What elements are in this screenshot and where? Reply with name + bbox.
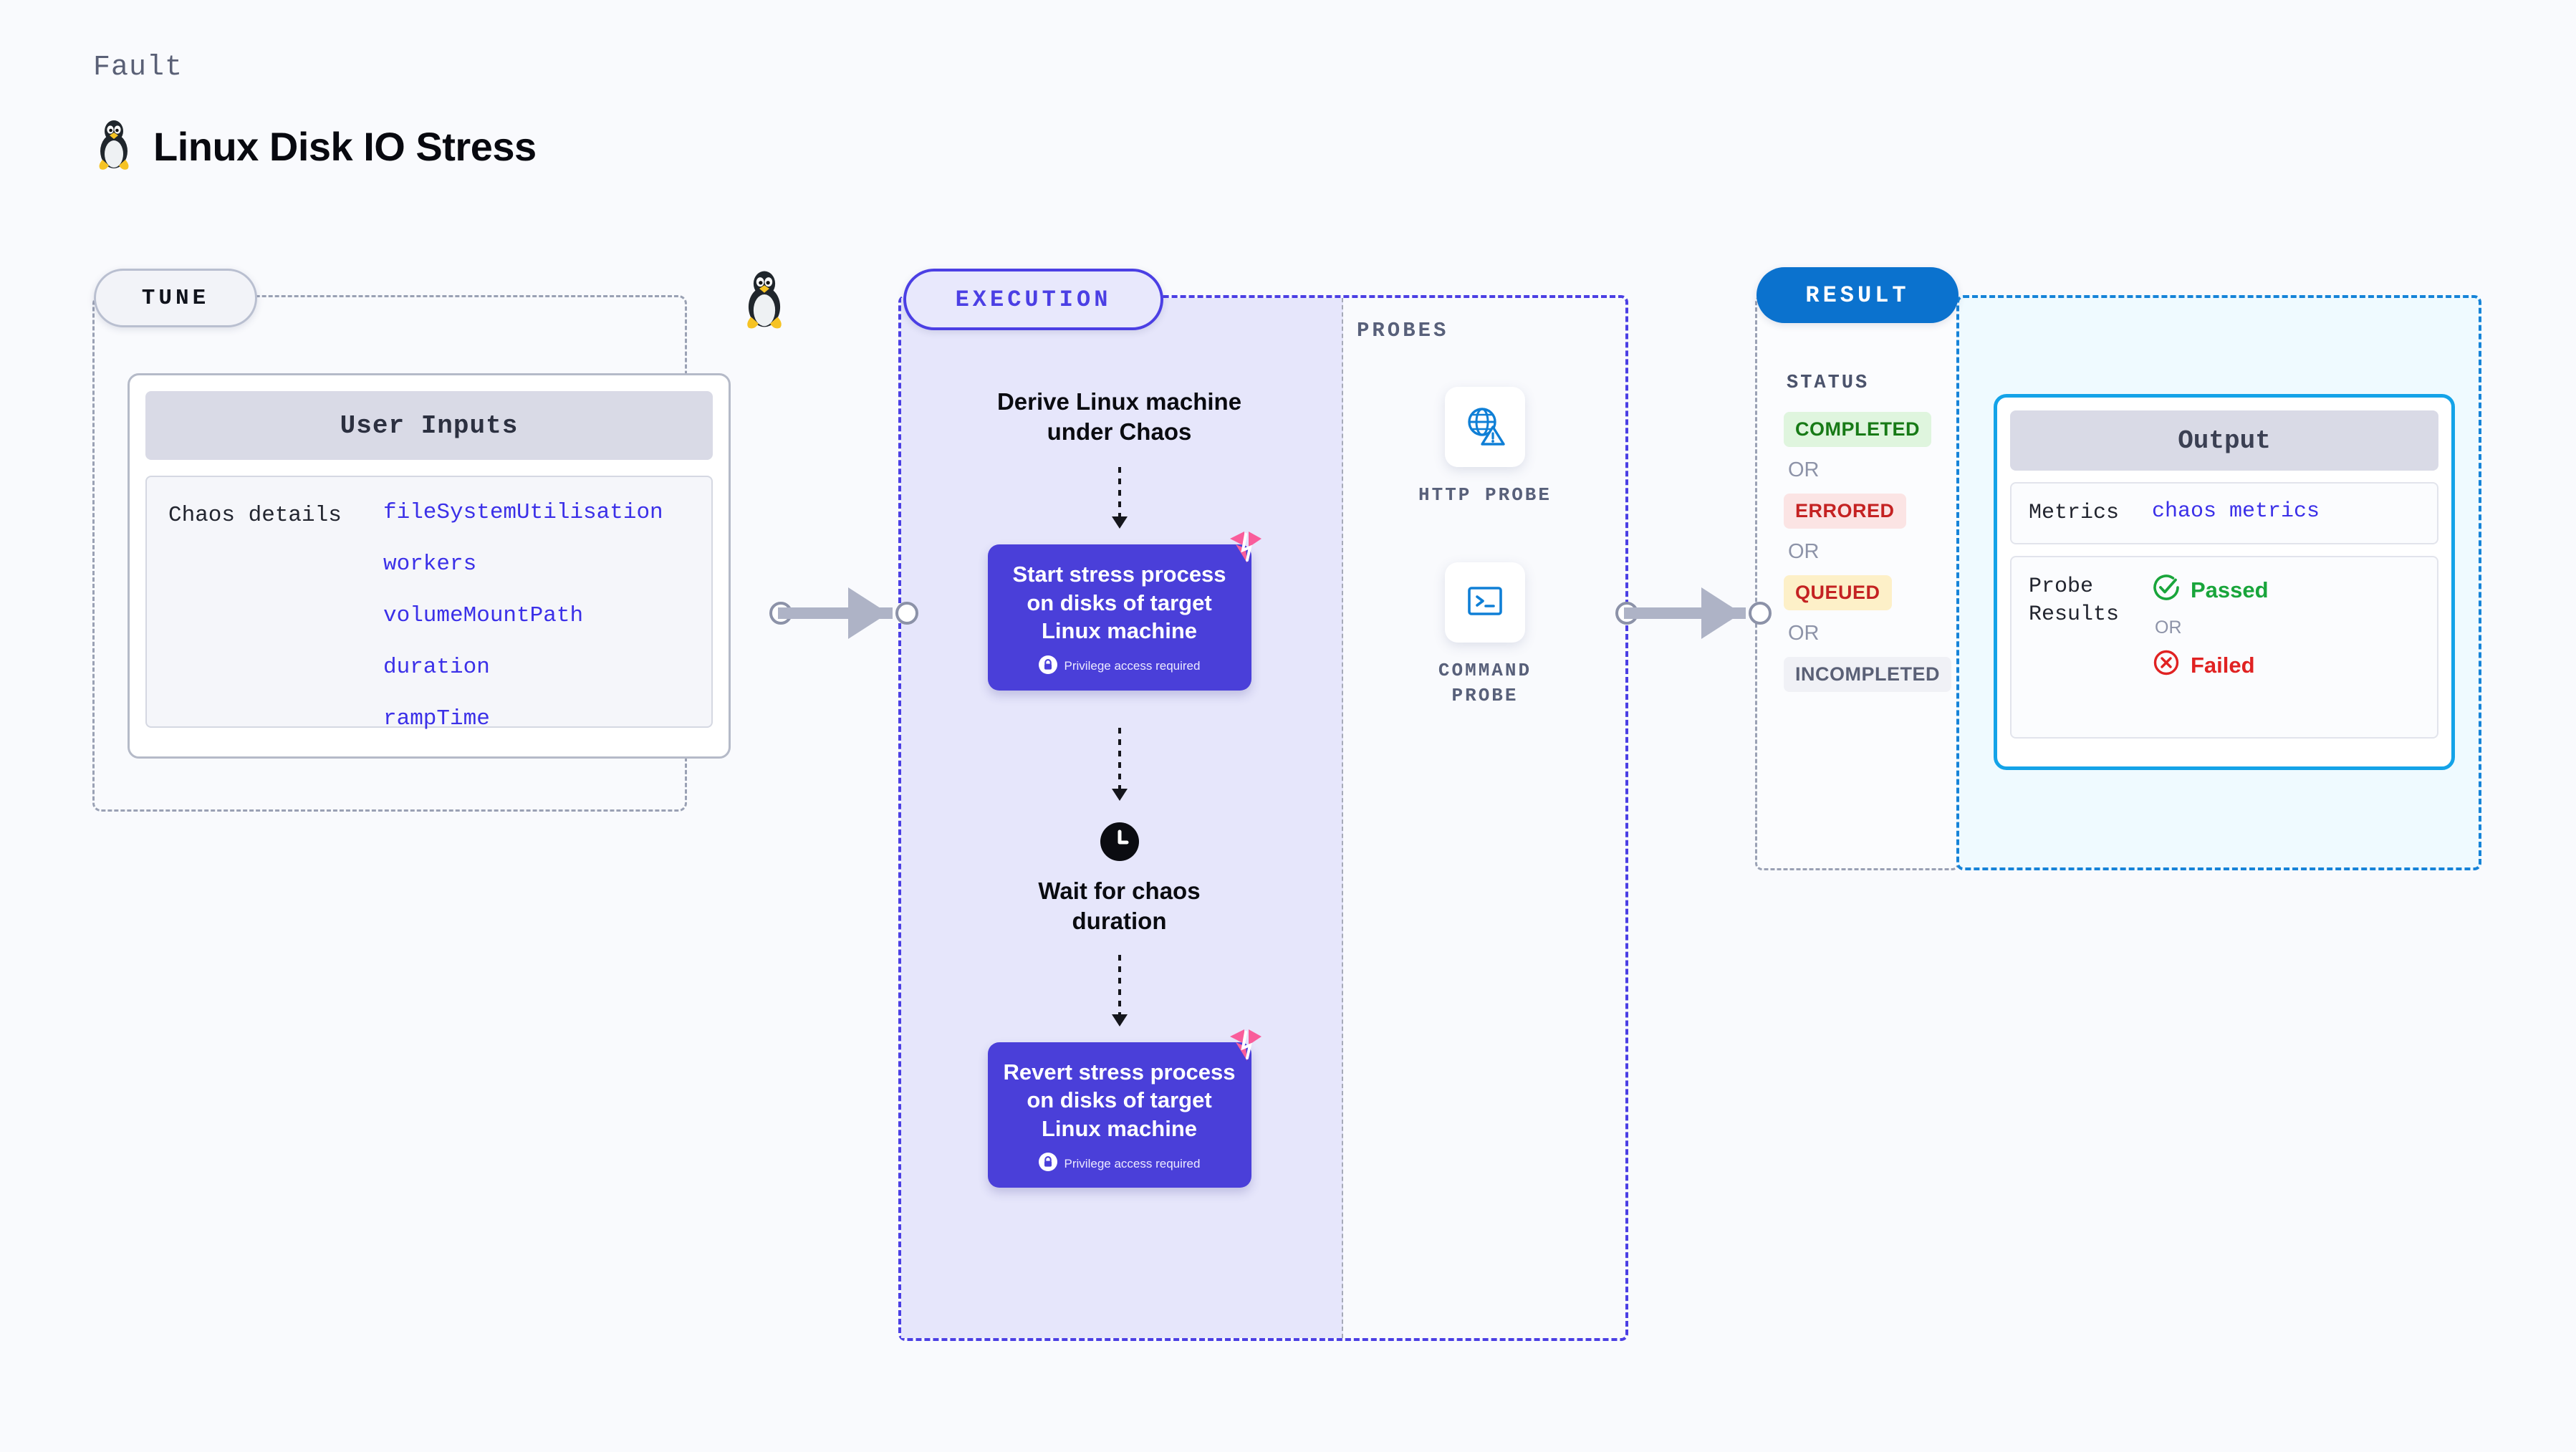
status-badge-completed: COMPLETED — [1784, 412, 1932, 447]
chaos-param[interactable]: workers — [383, 552, 477, 577]
connector-execution-to-result — [1615, 579, 1772, 648]
harness-icon — [1227, 529, 1264, 566]
user-inputs-card: User Inputs Chaos details fileSystemUtil… — [128, 373, 731, 759]
linux-penguin-icon — [738, 269, 791, 330]
passed-label: Passed — [2191, 577, 2269, 602]
terminal-icon — [1464, 580, 1506, 626]
flow-step-label: Start stress process on disks of target … — [1012, 562, 1226, 644]
connector-arrowhead-icon — [848, 587, 888, 639]
probes-section-label: PROBES — [1357, 319, 1449, 342]
privilege-note-text: Privilege access required — [1064, 1156, 1201, 1170]
metrics-value[interactable]: chaos metrics — [2152, 499, 2320, 524]
status-badge-queued: QUEUED — [1784, 575, 1892, 610]
probe-results-values: Passed OR Failed — [2152, 573, 2269, 683]
chaos-param[interactable]: duration — [383, 655, 490, 680]
output-card: Output Metrics chaos metrics Probe Resul… — [1994, 394, 2455, 770]
status-heading: STATUS — [1787, 372, 1870, 394]
chaos-details-label: Chaos details — [168, 503, 342, 528]
probe-result-failed: Failed — [2152, 648, 2269, 683]
execution-section-pill[interactable]: EXECUTION — [903, 269, 1163, 330]
chaos-param[interactable]: fileSystemUtilisation — [383, 500, 663, 525]
globe-warning-icon — [1463, 403, 1507, 451]
user-inputs-body: Chaos details fileSystemUtilisation work… — [145, 476, 713, 731]
probe-item-command[interactable]: COMMAND PROBE — [1417, 562, 1553, 708]
lock-icon — [1038, 655, 1057, 678]
chaos-details-value-list: fileSystemUtilisation workers volumeMoun… — [383, 500, 663, 731]
connector-end-dot — [895, 602, 918, 625]
chaos-param[interactable]: volumeMountPath — [383, 603, 584, 628]
flow-step-revert-stress-box[interactable]: Revert stress process on disks of target… — [987, 1029, 1261, 1188]
or-separator: OR — [1788, 622, 1820, 645]
page-title-row: Linux Disk IO Stress — [93, 118, 537, 175]
probes-list: HTTP PROBE COMMAND PROBE — [1342, 387, 1628, 708]
flow-step-start-stress-box[interactable]: Start stress process on disks of target … — [987, 532, 1261, 691]
lock-icon — [1038, 1153, 1057, 1175]
probe-label: HTTP PROBE — [1418, 484, 1552, 506]
privilege-note-row: Privilege access required — [1004, 1153, 1236, 1175]
privilege-note-text: Privilege access required — [1064, 659, 1201, 673]
metrics-label: Metrics — [2029, 501, 2120, 525]
page-title: Linux Disk IO Stress — [153, 124, 537, 169]
page-eyebrow-label: Fault — [93, 52, 183, 84]
chaos-param[interactable]: rampTime — [383, 706, 490, 731]
failed-label: Failed — [2191, 653, 2255, 678]
flow-arrow-icon — [1118, 955, 1121, 1017]
probe-tile[interactable] — [1445, 562, 1525, 643]
harness-icon — [1227, 1027, 1264, 1064]
status-options-list: COMPLETED OR ERRORED OR QUEUED OR INCOMP… — [1784, 412, 1952, 692]
probe-label: COMMAND PROBE — [1438, 660, 1532, 707]
probe-item-http[interactable]: HTTP PROBE — [1406, 387, 1564, 508]
privilege-note-row: Privilege access required — [1004, 655, 1236, 678]
probe-tile[interactable] — [1445, 387, 1525, 467]
flow-arrow-icon — [1118, 727, 1121, 791]
or-separator: OR — [1788, 540, 1820, 563]
connector-end-dot — [1749, 602, 1772, 625]
x-circle-icon — [2152, 648, 2181, 683]
output-card-header: Output — [2010, 410, 2438, 471]
flow-step-label: Revert stress process on disks of target… — [1003, 1059, 1236, 1141]
tune-section-pill[interactable]: TUNE — [94, 269, 257, 327]
connector-arrowhead-icon — [1701, 587, 1741, 639]
result-section-pill[interactable]: RESULT — [1756, 267, 1959, 323]
connector-tune-to-execution — [769, 579, 918, 648]
probe-results-label-text: Probe Results — [2029, 574, 2120, 627]
flow-arrow-icon — [1118, 467, 1121, 519]
or-separator: OR — [1788, 458, 1820, 481]
status-badge-incompleted: INCOMPLETED — [1784, 657, 1952, 692]
probe-result-passed: Passed — [2152, 573, 2269, 607]
execution-flow: Derive Linux machine under Chaos Start s… — [898, 387, 1340, 1188]
output-row-metrics: Metrics chaos metrics — [2010, 482, 2438, 544]
flow-step-wait-title: Wait for chaos duration — [1038, 877, 1201, 934]
probe-results-label: Probe Results — [2029, 573, 2152, 629]
output-row-probe-results: Probe Results Passed OR — [2010, 556, 2438, 739]
linux-penguin-icon — [93, 118, 135, 175]
or-separator: OR — [2155, 617, 2182, 638]
flow-step-derive-title: Derive Linux machine under Chaos — [996, 388, 1242, 446]
user-inputs-header: User Inputs — [145, 391, 713, 460]
status-badge-errored: ERRORED — [1784, 494, 1906, 529]
check-circle-icon — [2152, 573, 2181, 607]
wait-clock-icon — [1100, 822, 1139, 865]
